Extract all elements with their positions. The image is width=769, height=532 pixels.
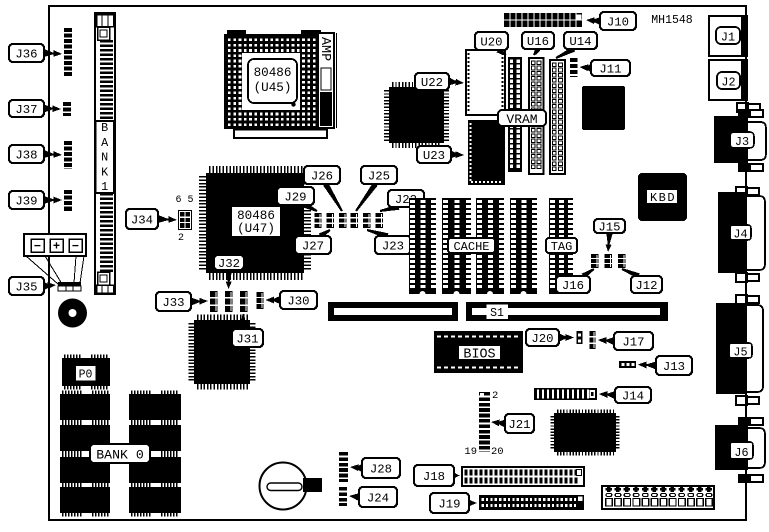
svg-text:6 5: 6 5 <box>175 195 193 206</box>
svg-text:J15: J15 <box>598 220 620 234</box>
svg-text:U22: U22 <box>421 76 443 90</box>
svg-text:J16: J16 <box>562 279 584 293</box>
svg-text:N: N <box>101 151 108 165</box>
svg-text:J27: J27 <box>302 239 324 253</box>
svg-text:J3: J3 <box>735 135 749 149</box>
svg-text:J4: J4 <box>733 227 747 241</box>
svg-text:S1: S1 <box>490 307 504 320</box>
svg-text:KBD: KBD <box>650 191 676 205</box>
svg-text:J33: J33 <box>162 296 184 310</box>
svg-text:P0: P0 <box>79 368 93 381</box>
svg-text:J31: J31 <box>236 332 258 346</box>
svg-text:J6: J6 <box>734 446 748 460</box>
svg-text:MH1548: MH1548 <box>651 14 693 27</box>
svg-text:U16: U16 <box>527 35 549 49</box>
svg-text:K: K <box>101 165 109 179</box>
svg-text:J39: J39 <box>15 194 37 208</box>
svg-text:J36: J36 <box>15 47 37 61</box>
svg-text:J12: J12 <box>635 279 657 293</box>
svg-text:AMP: AMP <box>317 37 332 61</box>
svg-text:J21: J21 <box>508 418 530 432</box>
svg-text:−: − <box>72 240 79 254</box>
svg-text:(U47): (U47) <box>237 222 275 236</box>
svg-text:20: 20 <box>491 446 504 458</box>
svg-text:80486: 80486 <box>237 209 275 223</box>
svg-text:J5: J5 <box>733 345 747 359</box>
svg-text:J26: J26 <box>311 169 333 183</box>
svg-text:J2: J2 <box>721 76 735 90</box>
svg-text:VRAM: VRAM <box>506 112 537 127</box>
svg-text:J1: J1 <box>721 31 735 45</box>
svg-text:(U45): (U45) <box>254 81 292 95</box>
svg-text:J34: J34 <box>131 213 153 227</box>
svg-text:19: 19 <box>464 446 477 458</box>
svg-text:J25: J25 <box>368 169 390 183</box>
svg-text:J35: J35 <box>15 280 37 294</box>
svg-text:BIOS: BIOS <box>463 347 495 362</box>
svg-text:+: + <box>53 240 60 254</box>
svg-text:J10: J10 <box>607 15 629 29</box>
svg-text:J18: J18 <box>423 470 445 484</box>
svg-text:2: 2 <box>492 390 498 402</box>
svg-text:U14: U14 <box>569 35 591 49</box>
svg-text:BANK 0: BANK 0 <box>96 447 144 462</box>
svg-text:−: − <box>34 240 41 254</box>
svg-text:1: 1 <box>101 180 108 194</box>
svg-text:J17: J17 <box>622 335 644 349</box>
svg-text:J30: J30 <box>287 294 309 308</box>
svg-text:J11: J11 <box>599 62 621 76</box>
svg-text:J23: J23 <box>382 239 404 253</box>
svg-text:J24: J24 <box>367 491 389 505</box>
svg-text:J37: J37 <box>15 103 37 117</box>
svg-text:J20: J20 <box>531 332 553 346</box>
svg-text:J29: J29 <box>284 190 306 204</box>
svg-text:TAG: TAG <box>551 240 573 254</box>
svg-text:J19: J19 <box>438 497 460 511</box>
svg-text:J14: J14 <box>622 389 644 403</box>
svg-text:CACHE: CACHE <box>453 240 489 254</box>
svg-text:J38: J38 <box>15 148 37 162</box>
svg-text:J13: J13 <box>663 360 685 374</box>
svg-text:A: A <box>101 136 109 150</box>
svg-text:J28: J28 <box>370 462 392 476</box>
svg-text:2: 2 <box>178 233 184 244</box>
svg-text:U20: U20 <box>480 35 502 49</box>
svg-text:80486: 80486 <box>254 66 292 80</box>
svg-text:J32: J32 <box>218 257 240 271</box>
svg-text:B: B <box>101 121 108 135</box>
svg-text:U23: U23 <box>423 149 445 163</box>
